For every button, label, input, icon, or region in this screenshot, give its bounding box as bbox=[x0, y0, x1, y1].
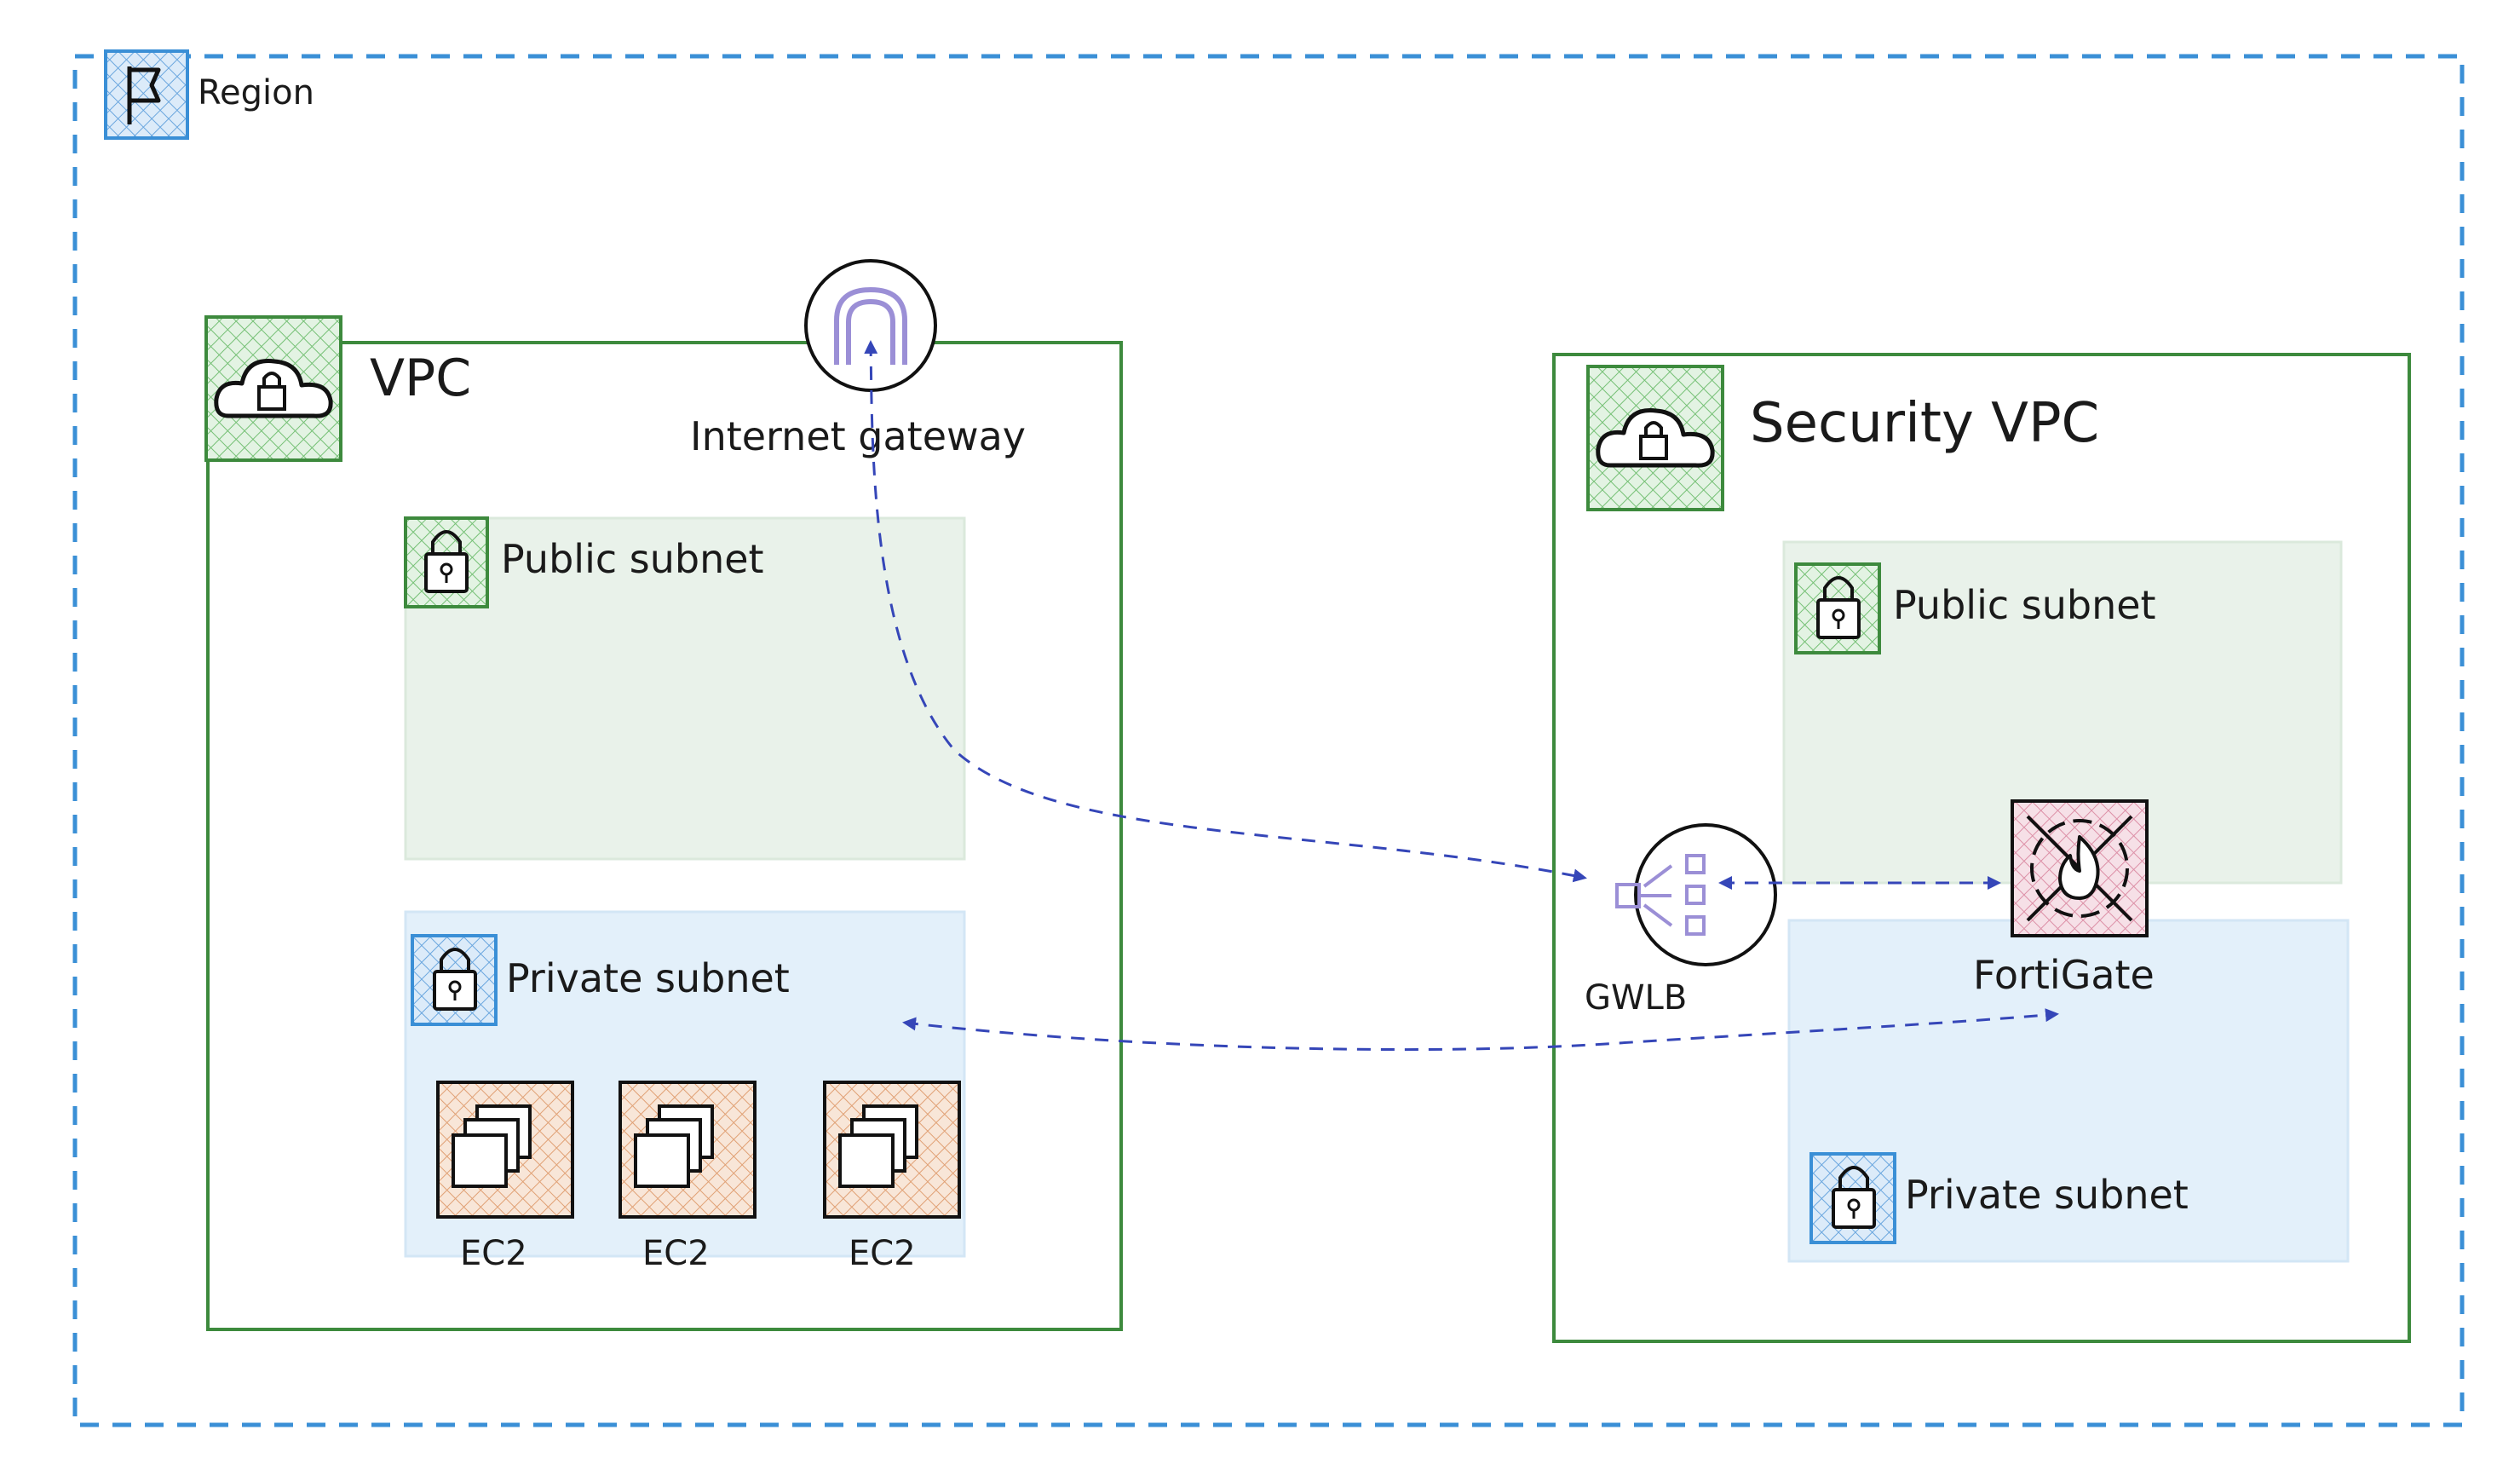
security-vpc-cloud-icon bbox=[1586, 365, 1724, 511]
firewall-icon bbox=[2011, 799, 2149, 937]
connections bbox=[864, 340, 2059, 1052]
ec2-icon bbox=[618, 1081, 757, 1219]
vpc-public-subnet-label: Public subnet bbox=[501, 536, 764, 582]
internet-gateway-label: Internet gateway bbox=[690, 413, 1026, 459]
private-subnet-lock-icon bbox=[411, 934, 498, 1026]
private-subnet-fortigate-connection bbox=[902, 1008, 2059, 1052]
ec2-icon bbox=[436, 1081, 574, 1219]
security-vpc-label: Security VPC bbox=[1750, 392, 2099, 455]
gateway-load-balancer-icon bbox=[1615, 823, 1777, 966]
public-subnet-lock-icon bbox=[1794, 562, 1881, 654]
security-private-subnet: Private subnet bbox=[1787, 919, 2350, 1263]
vpc-private-subnet-label: Private subnet bbox=[506, 955, 790, 1001]
ec2-instance[interactable]: EC2 bbox=[618, 1081, 757, 1273]
public-subnet-lock-icon bbox=[404, 516, 489, 608]
ec2-icon bbox=[823, 1081, 961, 1219]
region-label: Region bbox=[198, 73, 314, 112]
private-subnet-lock-icon bbox=[1809, 1152, 1896, 1244]
region-container: Region bbox=[72, 49, 2465, 1427]
security-vpc-container: Security VPC bbox=[1552, 353, 2411, 1343]
security-private-subnet-label: Private subnet bbox=[1905, 1172, 2189, 1218]
ec2-instance[interactable]: EC2 bbox=[823, 1081, 961, 1273]
security-public-subnet: Public subnet bbox=[1782, 540, 2343, 885]
vpc-container: VPC bbox=[204, 315, 1123, 1331]
gwlb-label: GWLB bbox=[1585, 978, 1687, 1018]
ec2-label: EC2 bbox=[642, 1234, 710, 1273]
fortigate[interactable]: FortiGate bbox=[1973, 799, 2155, 998]
vpc-label: VPC bbox=[370, 349, 471, 408]
security-public-subnet-label: Public subnet bbox=[1893, 582, 2156, 628]
internet-gateway[interactable]: Internet gateway bbox=[690, 259, 1026, 459]
ec2-label: EC2 bbox=[849, 1234, 916, 1273]
vpc-public-subnet: Public subnet bbox=[404, 516, 966, 861]
ec2-instance[interactable]: EC2 bbox=[436, 1081, 574, 1273]
gwlb[interactable]: GWLB bbox=[1585, 823, 1777, 1018]
region-flag-icon bbox=[104, 49, 189, 140]
vpc-cloud-icon bbox=[204, 315, 342, 462]
ec2-label: EC2 bbox=[460, 1234, 527, 1273]
fortigate-label: FortiGate bbox=[1973, 952, 2155, 998]
